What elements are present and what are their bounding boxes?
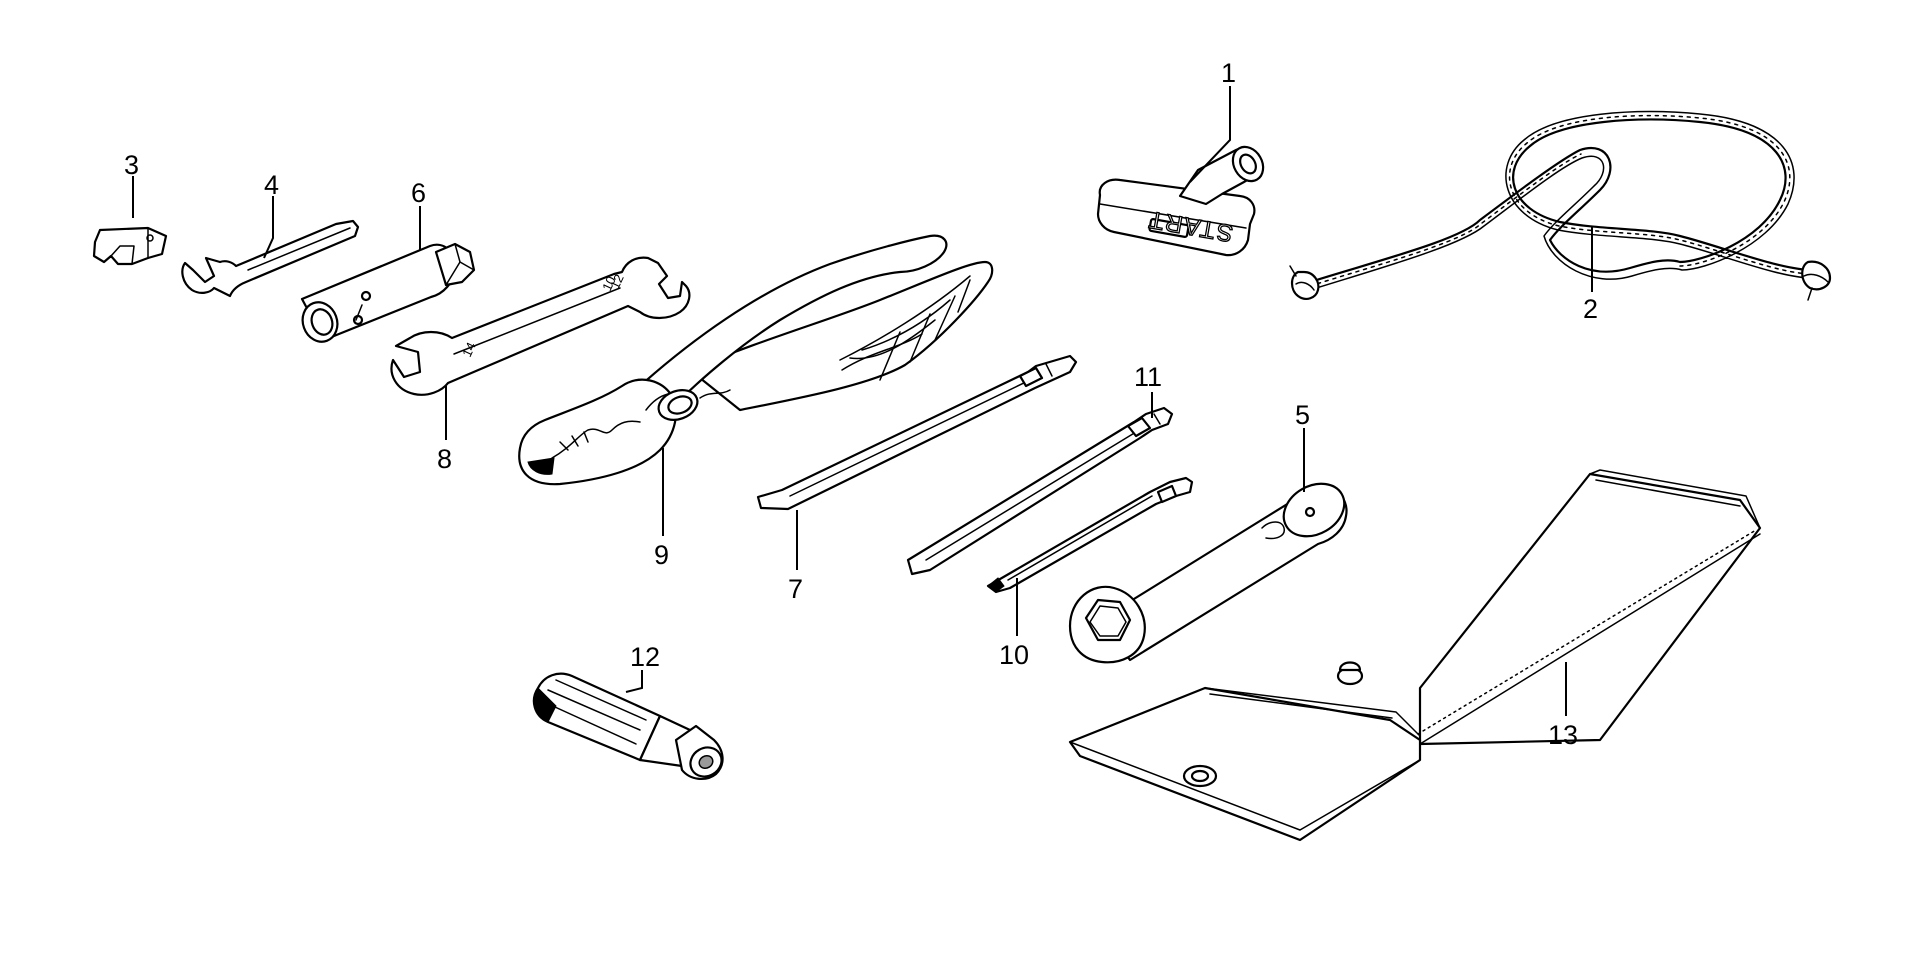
part-8-double-wrench: 10 12 14 [390,256,691,396]
callout-9: 9 [654,540,669,570]
part-1-starter-grip: START [1096,145,1265,257]
part-10-cross-screwdriver [986,476,1194,594]
part-6-tube-wrench [300,242,476,343]
callout-5: 5 [1295,400,1310,430]
callout-12: 12 [630,642,660,672]
callout-7: 7 [788,574,803,604]
part-5-plug-wrench [1068,482,1348,664]
part-4-small-spanner [181,219,360,298]
callout-13: 13 [1548,720,1578,750]
callout-6: 6 [411,178,426,208]
svg-text:12: 12 [607,272,627,291]
callout-1: 1 [1221,58,1236,88]
svg-text:14: 14 [459,340,479,359]
callout-10: 10 [999,640,1029,670]
callout-4: 4 [264,170,279,200]
part-7-flat-screwdriver [756,354,1078,511]
svg-text:10: 10 [599,274,619,293]
callouts: 1 2 3 4 5 6 7 8 9 10 11 12 13 [124,58,1598,750]
callout-11: 11 [1134,362,1162,392]
part-12-socket-driver [532,672,724,780]
part-11-screwdriver-shaft [906,406,1174,576]
callout-3: 3 [124,150,139,180]
callout-8: 8 [437,444,452,474]
leader-lines [132,86,1593,716]
part-13-tool-bag [1068,469,1762,842]
part-9-pliers [518,234,994,486]
part-2-starter-rope [1289,110,1832,301]
callout-2: 2 [1583,294,1598,324]
part-3-clip [92,226,168,266]
